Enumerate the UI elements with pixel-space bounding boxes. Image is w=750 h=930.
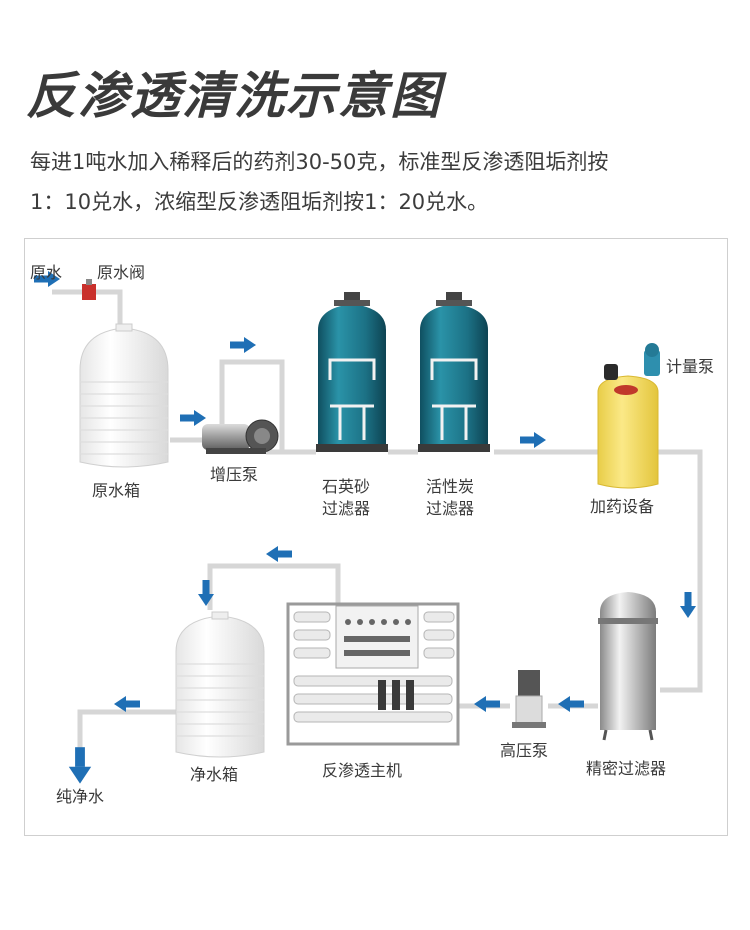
label-high-pressure-pump: 高压泵 [500,741,548,760]
label-booster-pump: 增压泵 [210,465,258,484]
label-carbon-filter-1: 活性炭 [426,477,474,496]
raw-valve [82,279,96,300]
label-metering-pump: 计量泵 [666,357,714,376]
label-quartz-filter-2: 过滤器 [322,499,370,518]
label-raw-valve: 原水阀 [97,263,145,282]
flow-arrow-icon [180,410,206,426]
clean-tank [175,611,265,758]
high-pressure-pump [512,670,546,728]
raw-tank [79,323,169,468]
label-clean-tank: 净水箱 [190,765,238,784]
diagram-frame [24,238,728,836]
label-precision-filter: 精密过滤器 [586,759,666,778]
precision-filter [598,592,658,741]
flow-arrow-icon [680,592,696,618]
flow-arrow-icon [558,696,584,712]
flow-arrow-icon [520,432,546,448]
label-raw-water: 原水 [30,263,62,282]
label-pure-water: 纯净水 [56,787,104,806]
flow-arrow-icon [230,337,256,353]
description-line-1: 每进1吨水加入稀释后的药剂30-50克，标准型反渗透阻垢剂按 [30,150,609,174]
description-line-2: 1：10兑水，浓缩型反渗透阻垢剂按1：20兑水。 [30,190,489,214]
labels: 原水 原水阀 原水箱 增压泵 石英砂 过滤器 活性炭 过滤器 加药设备 计量泵 … [30,263,714,806]
label-quartz-filter-1: 石英砂 [322,477,370,496]
label-raw-tank: 原水箱 [92,481,140,500]
label-ro-main-unit: 反渗透主机 [322,761,402,780]
ro-main-unit [286,602,460,746]
dosing-device [597,343,660,489]
carbon-filter [418,292,490,452]
label-dosing-device: 加药设备 [590,497,654,516]
page-title: 反渗透清洗示意图 [26,67,442,125]
booster-pump [202,419,279,454]
quartz-filter [316,292,388,452]
flow-arrow-icon [68,747,92,784]
flow-arrow-icon [266,546,292,562]
flow-arrow-icon [474,696,500,712]
label-carbon-filter-2: 过滤器 [426,499,474,518]
